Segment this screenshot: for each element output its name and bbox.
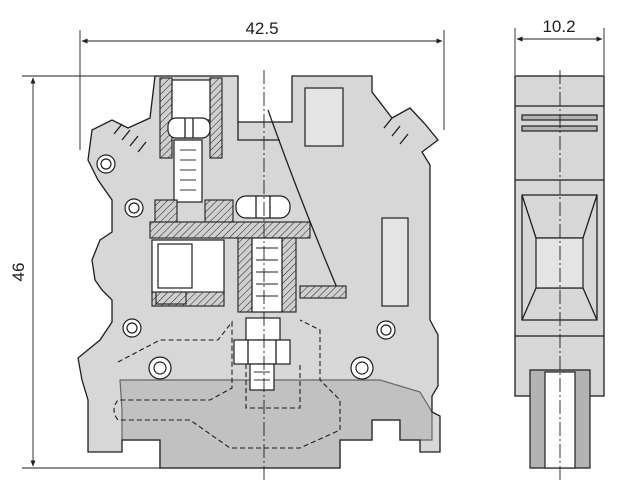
- screw-cap-right-wall: [209, 77, 223, 159]
- depth-dimension: 10.2: [514, 17, 605, 75]
- clamp-right-upper: [204, 199, 234, 225]
- side-body: [514, 75, 605, 397]
- base-shadow: [119, 379, 433, 469]
- inner-step: [237, 122, 280, 141]
- width-dimension-label: 42.5: [245, 19, 278, 38]
- upper-screw-head: [167, 117, 211, 139]
- side-window: [535, 237, 584, 289]
- small-hole-mid-left: [124, 198, 144, 218]
- width-dimension: 42.5: [79, 19, 445, 150]
- main-screw-sleeve-left: [237, 237, 253, 313]
- lower-stud: [249, 363, 275, 391]
- small-hole-lower-right: [376, 320, 396, 340]
- side-view: [514, 70, 605, 480]
- rail-left: [155, 291, 187, 305]
- main-screw-head: [235, 195, 291, 219]
- side-band-1: [521, 114, 598, 121]
- side-band-2: [521, 125, 598, 132]
- clamp-left-upper: [154, 199, 178, 225]
- spring-ribs-left: [113, 123, 147, 153]
- hidden-contour-left: [113, 319, 341, 449]
- lower-nut: [233, 339, 291, 365]
- upper-screw-shaft: [173, 139, 203, 203]
- small-hole-top-left: [96, 154, 116, 174]
- marker-window: [381, 217, 409, 307]
- screw-cap-left-wall: [159, 77, 173, 159]
- front-view: [77, 70, 441, 480]
- lower-nut-washer: [245, 317, 281, 341]
- spring-ribs-right: [383, 117, 409, 145]
- hidden-contour-center: [245, 364, 301, 409]
- height-dimension: 46: [9, 75, 160, 469]
- mount-hole-right: [350, 356, 374, 380]
- small-hole-lower-left: [122, 318, 142, 338]
- screw-cap-inner: [171, 79, 211, 121]
- clamp-box-inner: [157, 243, 193, 289]
- main-screw-sleeve-right: [281, 237, 297, 313]
- mount-hole-left: [148, 356, 172, 380]
- top-window: [304, 87, 344, 147]
- main-screw-shaft: [251, 237, 283, 313]
- height-dimension-label: 46: [9, 263, 28, 282]
- rail-right: [299, 285, 347, 299]
- depth-dimension-label: 10.2: [542, 17, 575, 36]
- slope-edge: [267, 109, 341, 296]
- busbar: [149, 221, 311, 239]
